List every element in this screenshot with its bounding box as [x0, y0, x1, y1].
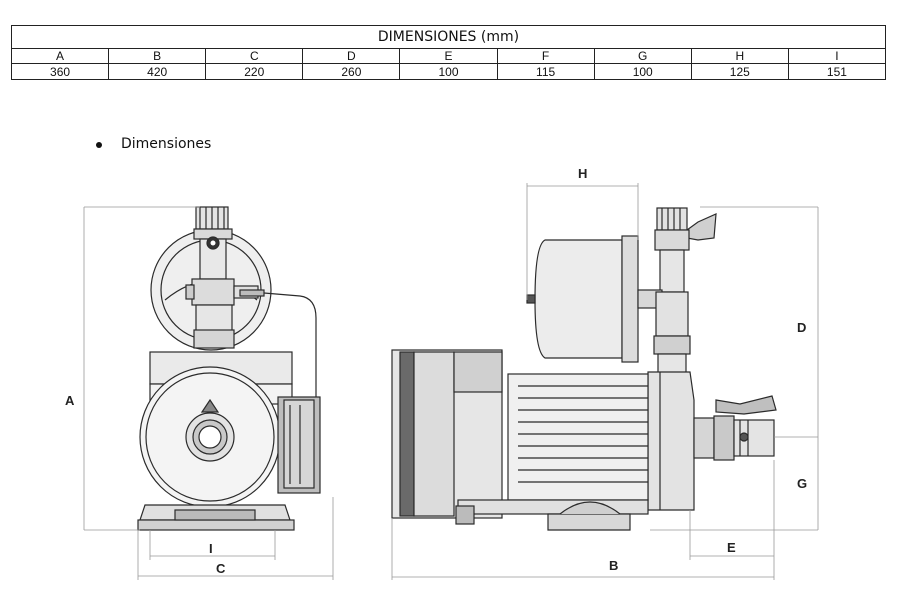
bullet-dot-icon — [96, 142, 102, 148]
value-cell-a: 360 — [10, 63, 110, 80]
side-view-pump — [391, 207, 777, 531]
value-cell-i: 151 — [787, 63, 887, 80]
value-cell-e: 100 — [399, 63, 498, 80]
dimensions-table: DIMENSIONES (mm) A B C D E F G H I 360 4… — [10, 25, 887, 80]
value-cell-f: 115 — [496, 63, 595, 80]
front-view-pump — [137, 206, 321, 531]
dim-label-a: A — [65, 393, 75, 408]
value-cell-h: 125 — [690, 63, 789, 80]
dim-label-i: I — [209, 541, 213, 556]
table-value-row: 360 420 220 260 100 115 100 125 151 — [10, 63, 887, 80]
section-heading: Dimensiones — [121, 136, 212, 152]
dim-label-b: B — [609, 558, 618, 573]
dim-label-d: D — [797, 320, 806, 335]
table-title: DIMENSIONES (mm) — [11, 25, 886, 49]
dim-label-e: E — [727, 540, 736, 555]
dim-label-c: C — [216, 561, 226, 576]
dimension-lines — [83, 183, 819, 580]
value-cell-g: 100 — [593, 63, 692, 80]
dim-label-h: H — [578, 166, 587, 181]
dim-label-g: G — [797, 476, 807, 491]
value-cell-c: 220 — [205, 63, 304, 80]
